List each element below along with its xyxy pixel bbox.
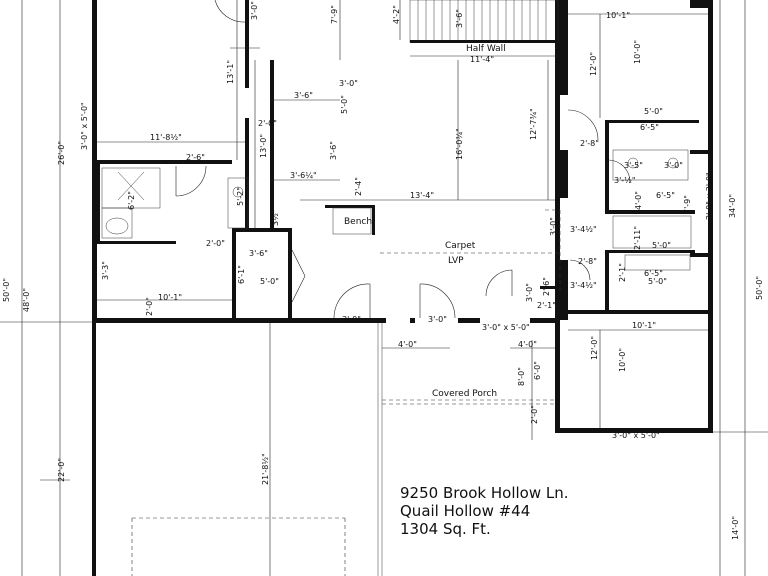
dim-label: 48'-0" xyxy=(22,288,31,312)
dim-label: 3'-6" xyxy=(249,249,268,258)
dim-label: 34'-0" xyxy=(728,194,737,218)
dim-label: 3'-6¼" xyxy=(290,171,317,180)
bench-label: Bench xyxy=(344,217,372,227)
dim-label: 3'-6" xyxy=(329,141,338,160)
dim-label: 2'-0" xyxy=(258,119,277,128)
dim-label: 10'-0" xyxy=(633,40,642,64)
dim-label: 6'-5" xyxy=(656,191,675,200)
dim-label: 2'-8" xyxy=(580,139,599,148)
dim-label: 5'-0" xyxy=(340,95,349,114)
dim-label: 5'-0" xyxy=(260,277,279,286)
address-text: 9250 Brook Hollow Ln. xyxy=(400,484,569,502)
dim-label: 3'-6" xyxy=(294,91,313,100)
dim-label: 6'-0" xyxy=(533,361,542,380)
dim-label: 6'-5" xyxy=(644,269,663,278)
dim-label: 2'-8" xyxy=(578,257,597,266)
dim-label: 4'-0" xyxy=(634,191,643,210)
dim-label: 3'-0" xyxy=(339,79,358,88)
dim-label: 3'-0" x 5'-0" xyxy=(612,431,660,440)
dim-label: 3'-0" xyxy=(428,315,447,324)
dim-label: 5'-2" xyxy=(236,187,245,206)
covered-porch-label: Covered Porch xyxy=(432,389,497,399)
dim-label: 5'-0" xyxy=(648,277,667,286)
dim-label: 3'-4½" xyxy=(570,281,597,290)
dim-label: 26'-0" xyxy=(57,141,66,165)
dim-label: 10'-0" xyxy=(618,348,627,372)
half-wall-label: Half Wall xyxy=(466,44,506,54)
dim-label: 2'-6" xyxy=(186,153,205,162)
dim-label: 2'-11" xyxy=(633,226,642,250)
stairs xyxy=(409,0,559,43)
dim-label: 13'-0" xyxy=(259,134,268,158)
dim-label: 14'-0" xyxy=(731,516,740,540)
dim-label: 4'-2" xyxy=(392,5,401,24)
dim-label: 2'-1" xyxy=(618,263,627,282)
dim-label: 3'-5" xyxy=(624,161,643,170)
dim-label: 3'-0" xyxy=(549,217,558,236)
dim-label: 3'-0" x 5'-0" xyxy=(482,323,530,332)
dim-label: 7'-9" xyxy=(330,5,339,24)
dim-label: 3'-6" xyxy=(455,9,464,28)
dim-label: 10'-1" xyxy=(158,293,182,302)
dim-label: 3½" xyxy=(271,209,280,226)
dim-label: 2'-6" xyxy=(542,277,551,296)
dim-label: 3'-0" xyxy=(342,315,361,324)
dim-label: 3'-0" xyxy=(525,283,534,302)
dim-label: 10'-1" xyxy=(632,321,656,330)
dim-label: 3'-3" xyxy=(101,261,110,280)
dim-label: 12'-0" xyxy=(589,52,598,76)
dim-label: 13'-1" xyxy=(226,60,235,84)
dim-label: 3'-4½" xyxy=(570,225,597,234)
vertical-dimension-labels: 3'-0" 7'-9" 4'-2" 3'-6" 10'-0" 12'-0" 13… xyxy=(2,1,764,540)
lvp-label: LVP xyxy=(448,256,464,266)
dim-label: 3'-0" x 5'-0" xyxy=(80,102,89,150)
dim-label: 13'-4" xyxy=(410,191,434,200)
dim-label: 22'-0" xyxy=(57,458,66,482)
doors xyxy=(175,0,631,319)
dim-label: 6'-2" xyxy=(127,191,136,210)
dim-label: 7'-9" xyxy=(683,195,692,214)
dim-label: 8'-0" xyxy=(517,367,526,386)
dim-label: 3'-½" xyxy=(614,176,636,185)
area-text: 1304 Sq. Ft. xyxy=(400,520,491,538)
dim-label: 2'-0" xyxy=(530,405,539,424)
dim-label: 2'-1" xyxy=(537,301,556,310)
dim-label: 3'-0" xyxy=(250,1,259,20)
dim-label: 50'-0" xyxy=(755,276,764,300)
dim-label: 5'-0" xyxy=(652,241,671,250)
dim-label: 50'-0" xyxy=(2,278,11,302)
dim-label: 11'-4" xyxy=(470,55,494,64)
dim-label: 16'-0¾" xyxy=(455,128,464,160)
dim-label: 12'-7¾" xyxy=(529,108,538,140)
dim-label: 6'-5" xyxy=(640,123,659,132)
dim-label: 4'-0" xyxy=(398,340,417,349)
dim-label: 2'-0" x 3'-0" xyxy=(705,172,714,220)
dim-label: 6'-1" xyxy=(237,265,246,284)
plan-info-block: 9250 Brook Hollow Ln. Quail Hollow #44 1… xyxy=(400,484,569,538)
subdivision-text: Quail Hollow #44 xyxy=(400,502,531,520)
dim-label: 21'-8½" xyxy=(261,453,270,485)
dim-label: 5'-0" xyxy=(644,107,663,116)
dim-label: 10'-1" xyxy=(606,11,630,20)
dim-label: 12'-0" xyxy=(590,336,599,360)
dim-label: 11'-8½" xyxy=(150,133,182,142)
fixtures xyxy=(101,149,692,271)
dim-label: 4'-0" xyxy=(518,340,537,349)
carpet-label: Carpet xyxy=(445,241,476,251)
exterior-walls xyxy=(92,0,713,576)
garage-lines xyxy=(131,209,561,576)
room-labels: Half Wall Bench Carpet LVP Covered Porch xyxy=(344,44,506,399)
dimension-labels: 11'-4" 10'-1" 11'-8½" 2'-6" 2'-0" 3'-6" … xyxy=(150,11,683,440)
dim-label: 2'-0" xyxy=(145,297,154,316)
dim-label: 2'-4" xyxy=(354,177,363,196)
dim-label: 3'-0" xyxy=(664,161,683,170)
dim-label: 2'-0" xyxy=(206,239,225,248)
